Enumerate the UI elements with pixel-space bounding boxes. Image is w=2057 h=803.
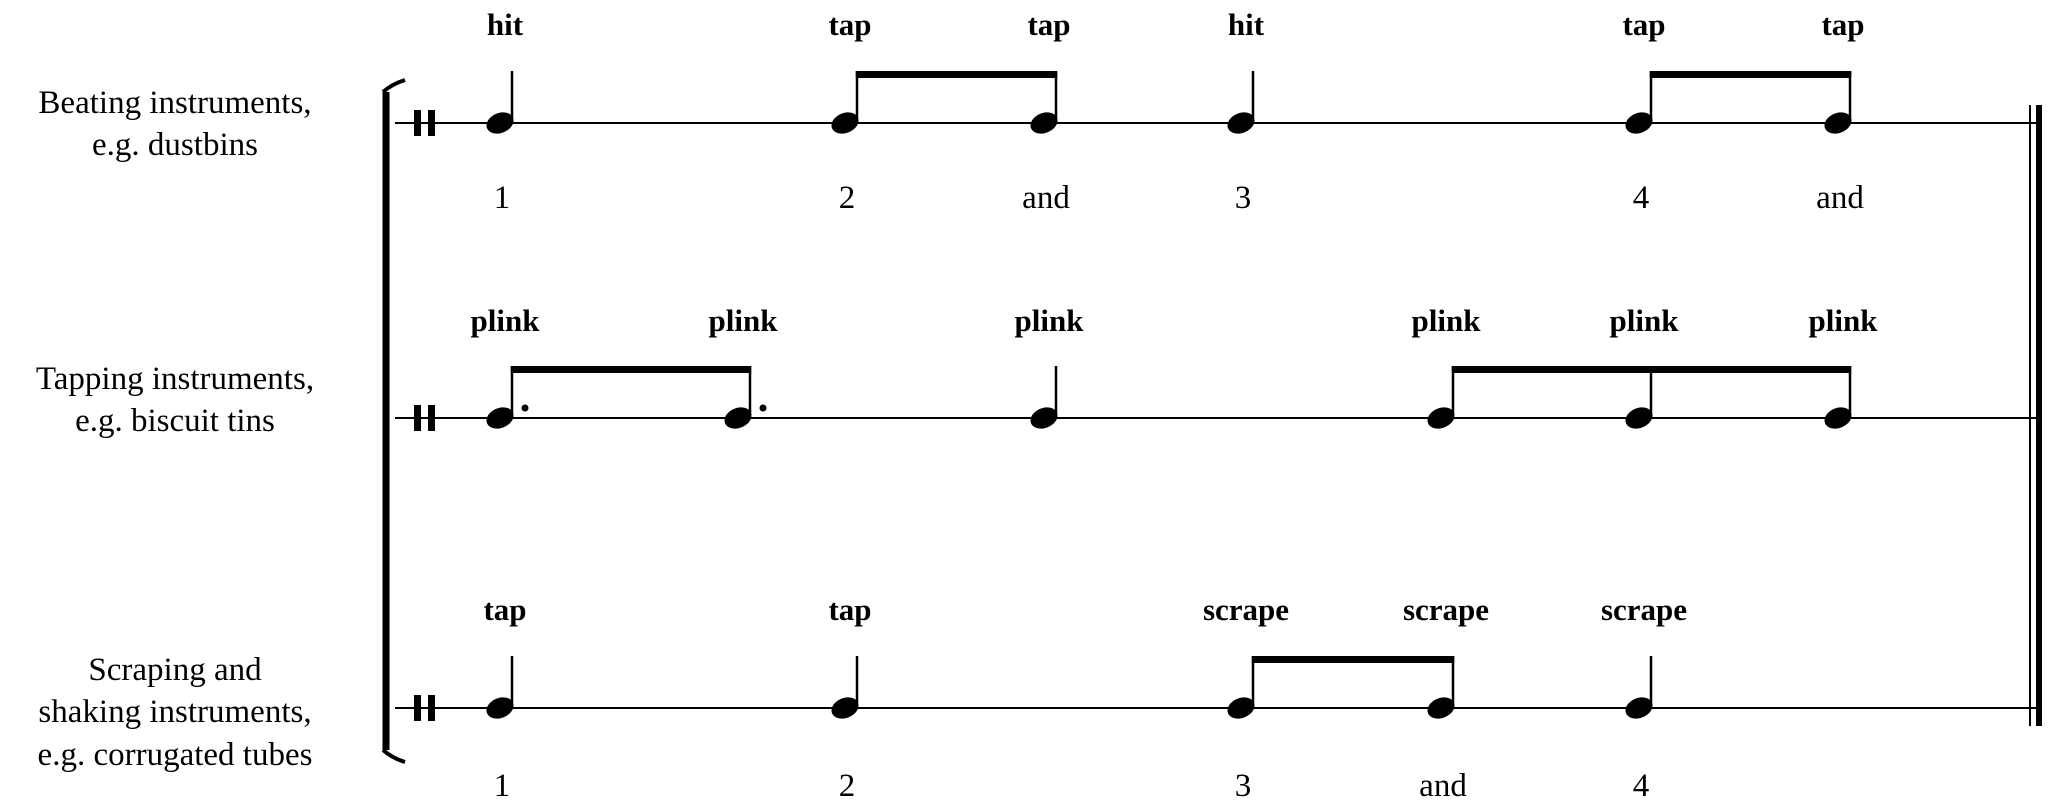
note-eighth — [1227, 656, 1255, 719]
percussion-clef — [414, 695, 435, 721]
sound-word: hit — [487, 7, 524, 42]
notehead — [1824, 112, 1852, 134]
note-eighth — [1625, 71, 1653, 134]
instrument-label: shaking instruments, — [38, 694, 311, 730]
note-eighth — [1824, 366, 1852, 429]
staff-1: Beating instruments, e.g. dustbins hit 1 tap… — [38, 7, 2042, 216]
beat-count: and — [1022, 180, 1070, 216]
note-eighth — [1427, 656, 1455, 719]
notehead — [1030, 112, 1058, 134]
sound-word: scrape — [1403, 592, 1489, 627]
notehead — [831, 697, 859, 719]
note-dotted-eighth — [486, 366, 529, 429]
beat-count: 2 — [839, 768, 856, 803]
notehead — [486, 697, 514, 719]
sound-word: plink — [709, 303, 779, 338]
beam — [510, 366, 752, 373]
note-quarter — [1030, 366, 1058, 429]
beat-count: 1 — [494, 180, 511, 216]
instrument-label: e.g. biscuit tins — [75, 403, 275, 439]
beam — [1649, 71, 1852, 78]
sound-word: plink — [1610, 303, 1680, 338]
notehead — [831, 112, 859, 134]
beam — [1251, 656, 1455, 663]
note-eighth — [831, 71, 859, 134]
notehead — [486, 112, 514, 134]
notehead — [1227, 697, 1255, 719]
beat-count: 1 — [494, 768, 511, 803]
notehead — [1625, 112, 1653, 134]
beat-count: and — [1816, 180, 1864, 216]
notehead — [1824, 407, 1852, 429]
staff-2: Tapping instruments, e.g. biscuit tins pli… — [36, 303, 2042, 439]
note-quarter — [831, 656, 859, 719]
sound-word: plink — [1015, 303, 1085, 338]
notehead — [724, 407, 752, 429]
note-eighth — [1625, 366, 1653, 429]
note-quarter — [486, 656, 514, 719]
sound-word: scrape — [1203, 592, 1289, 627]
sound-word: tap — [1622, 7, 1665, 42]
instrument-label: Tapping instruments, — [36, 361, 314, 397]
notehead — [1427, 697, 1455, 719]
staff-3: Scraping and shaking instruments, e.g. cor… — [38, 592, 2042, 803]
sound-word: tap — [1027, 7, 1070, 42]
note-eighth — [1824, 71, 1852, 134]
note-quarter — [1625, 656, 1653, 719]
beat-count: 3 — [1235, 768, 1252, 803]
sound-word: plink — [471, 303, 541, 338]
sound-word: hit — [1228, 7, 1265, 42]
sound-word: scrape — [1601, 592, 1687, 627]
instrument-label: Scraping and — [88, 652, 262, 688]
system-bracket — [381, 78, 406, 764]
notehead — [1030, 407, 1058, 429]
note-eighth — [1030, 71, 1058, 134]
beam — [1451, 366, 1852, 373]
beat-count: and — [1419, 768, 1467, 803]
notehead — [1625, 697, 1653, 719]
percussion-clef — [414, 110, 435, 136]
notehead — [1625, 407, 1653, 429]
percussion-clef — [414, 405, 435, 431]
instrument-label: e.g. corrugated tubes — [38, 737, 313, 773]
beat-count: 4 — [1633, 768, 1650, 803]
augmentation-dot — [759, 404, 767, 412]
note-dotted-eighth — [724, 366, 767, 429]
augmentation-dot — [521, 404, 529, 412]
note-quarter — [1227, 71, 1255, 134]
notehead — [1227, 112, 1255, 134]
beat-count: 4 — [1633, 180, 1650, 216]
instrument-label: e.g. dustbins — [92, 127, 258, 163]
sound-word: plink — [1809, 303, 1879, 338]
note-quarter — [486, 71, 514, 134]
sound-word: tap — [828, 592, 871, 627]
sound-word: tap — [1821, 7, 1864, 42]
system-end-barline — [2029, 105, 2042, 726]
notehead — [486, 407, 514, 429]
staves: Beating instruments, e.g. dustbins hit 1 tap… — [36, 7, 2042, 803]
beam — [855, 71, 1058, 78]
instrument-label: Beating instruments, — [38, 85, 311, 121]
beat-count: 3 — [1235, 180, 1252, 216]
beat-count: 2 — [839, 180, 856, 216]
note-eighth — [1427, 366, 1455, 429]
sound-word: plink — [1412, 303, 1482, 338]
notehead — [1427, 407, 1455, 429]
sound-word: tap — [828, 7, 871, 42]
sound-word: tap — [483, 592, 526, 627]
